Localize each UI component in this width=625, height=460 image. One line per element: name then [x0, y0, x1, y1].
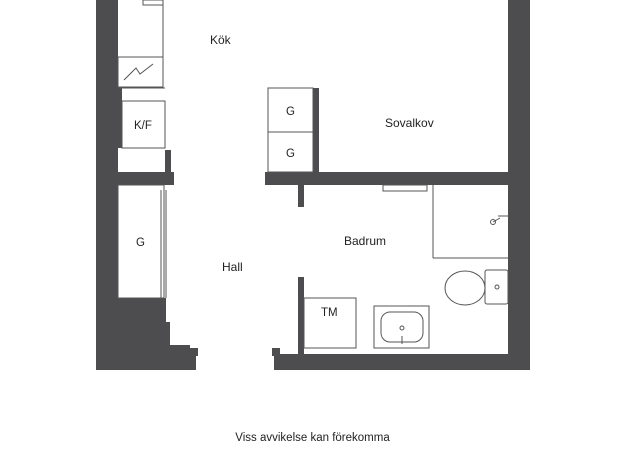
stove	[117, 56, 164, 88]
pier-hall-bottom	[118, 298, 166, 354]
interior-walls	[118, 88, 508, 354]
stove-symbol	[123, 63, 154, 81]
bottom-wall-left	[96, 354, 196, 370]
fixture-label-wardrobe-upper: G	[286, 106, 295, 118]
pier-kitchen-edge	[165, 150, 171, 184]
bathroom-fixtures	[303, 184, 509, 349]
pier-hall-lower-step	[170, 345, 190, 354]
wall-bath-left-lower	[298, 277, 304, 354]
room-label-bathroom: Badrum	[344, 234, 386, 248]
wardrobe-lower	[267, 131, 314, 173]
bottom-wall-right	[274, 354, 530, 370]
kitchen-counter	[117, 0, 166, 149]
room-label-bedroom-alcove: Sovalkov	[385, 116, 434, 130]
wall-bedroom-bath-horizontal	[265, 172, 508, 185]
outer-walls	[96, 0, 530, 370]
fixture-label-wardrobe-lower: G	[286, 148, 295, 160]
disclaimer-text: Viss avvikelse kan förekomma	[235, 432, 390, 444]
sink	[373, 305, 430, 349]
door-jamb-right	[272, 348, 280, 356]
door-jamb-left	[190, 348, 198, 356]
wall-hall-closet-top	[118, 172, 174, 185]
toilet	[444, 269, 509, 306]
right-wall	[508, 0, 530, 370]
fixture-label-wardrobe-hall: G	[136, 237, 145, 249]
wall-kitchen-bedroom-vertical	[313, 88, 319, 172]
room-label-kitchen: Kök	[210, 33, 232, 47]
shower-head	[490, 215, 508, 225]
left-wall	[96, 0, 118, 370]
wall-bath-stub	[298, 185, 304, 207]
counter-top-cabinet	[142, 0, 164, 6]
pier-fridge	[118, 88, 122, 148]
pier-hall-bottom-right	[164, 322, 170, 354]
fixture-label-washing-machine: TM	[321, 307, 338, 319]
room-label-hall: Hall	[222, 260, 243, 274]
radiator	[382, 184, 428, 192]
fixture-label-fridge-freezer: K/F	[134, 120, 152, 132]
wardrobe-hall	[117, 184, 165, 299]
wardrobes	[117, 87, 314, 299]
washing-machine	[303, 297, 357, 349]
left-piers	[118, 88, 190, 354]
floor-plan: Kök Sovalkov Badrum Hall K/F G G G TM	[96, 0, 530, 370]
